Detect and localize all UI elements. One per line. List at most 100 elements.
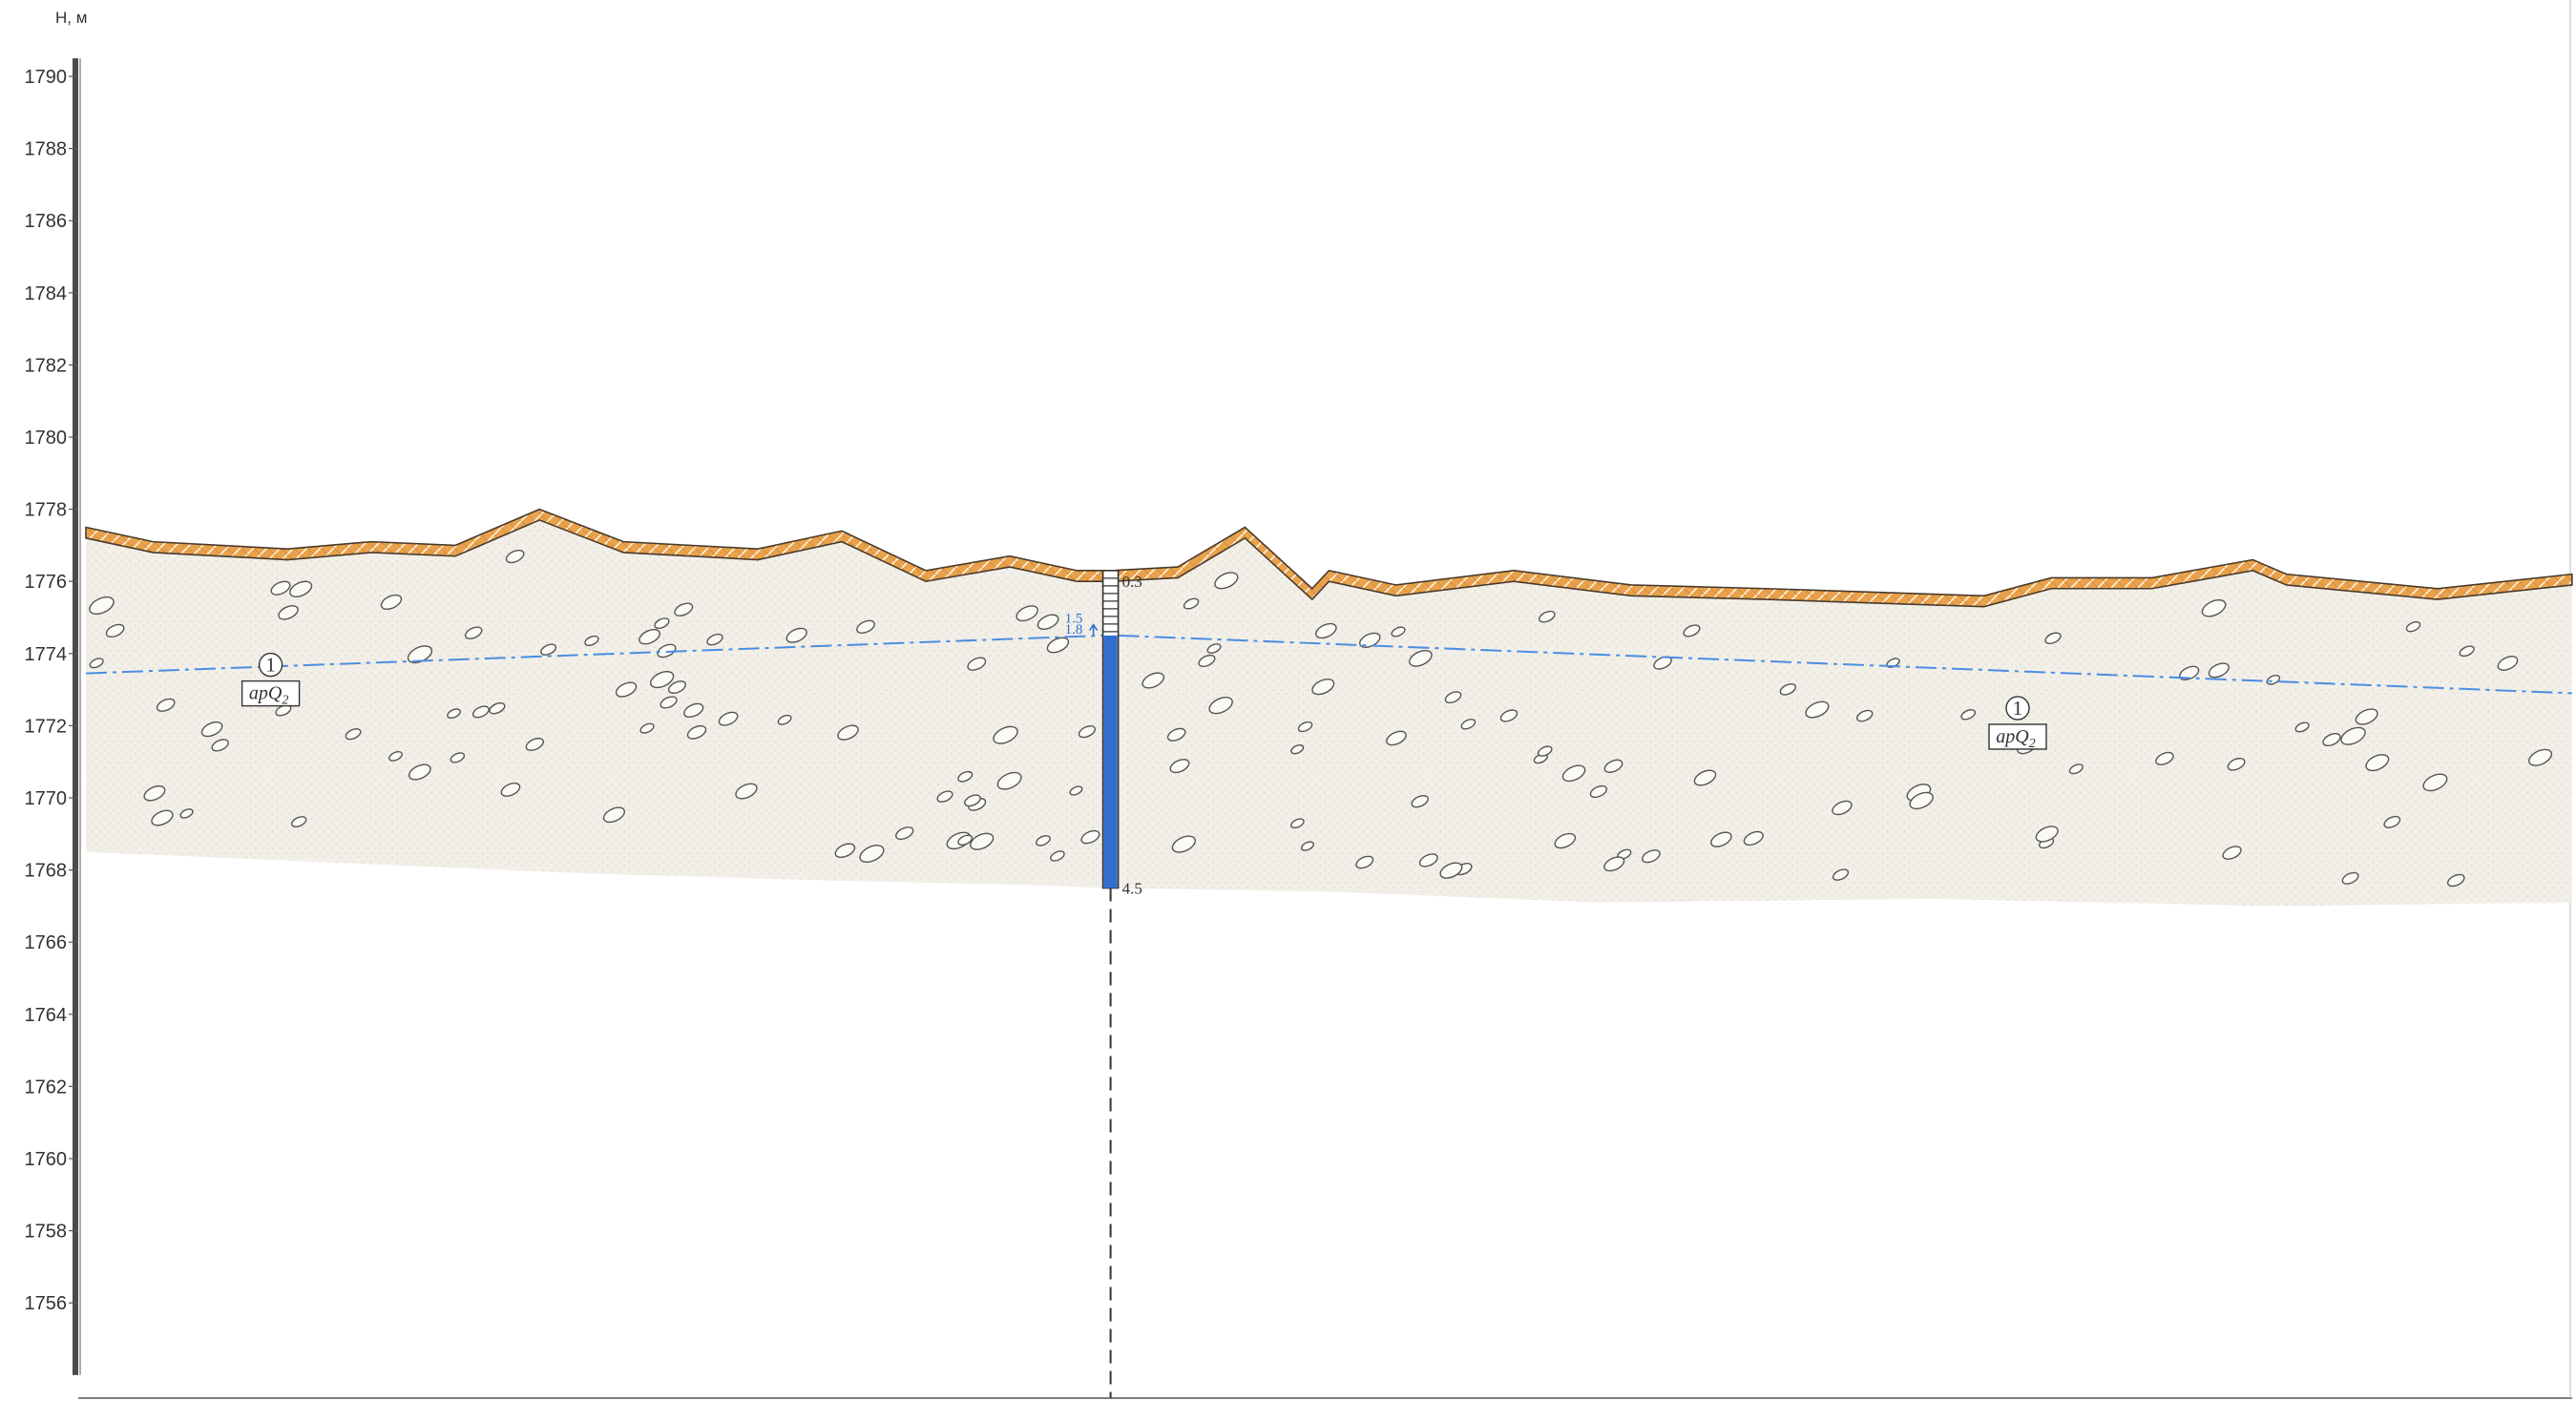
pebble-symbol — [2422, 773, 2448, 792]
pebble-symbol — [996, 771, 1022, 790]
pebble-symbol — [1355, 855, 1374, 869]
pebble-symbol — [1460, 719, 1476, 730]
pebble-symbol — [1046, 637, 1070, 654]
pebble-symbol — [2459, 645, 2475, 658]
deposit-layer — [86, 519, 2572, 907]
pebble-symbol — [1743, 830, 1764, 847]
pebble-symbol — [500, 782, 521, 797]
pebble-symbol — [674, 602, 694, 617]
axis-tick-label: 1780 — [25, 428, 68, 449]
pebble-symbol — [1409, 649, 1433, 667]
pebble-symbol — [380, 594, 403, 611]
pebble-symbol — [278, 605, 299, 620]
pebble-symbol — [1832, 868, 1850, 881]
pebble-symbol — [1554, 832, 1577, 849]
layer-index-box — [241, 680, 301, 707]
pebble-symbol — [447, 708, 461, 720]
pebble-symbol — [2044, 632, 2062, 645]
pebble-symbol — [683, 702, 704, 719]
pebble-symbol — [1198, 654, 1216, 668]
pebble-symbol — [615, 681, 638, 698]
axis-tick-label: 1758 — [25, 1222, 68, 1243]
pebble-symbol — [211, 739, 229, 752]
axis-tick-label: 1782 — [25, 355, 68, 376]
axis-title: H, м — [55, 9, 87, 27]
pebble-symbol — [2068, 763, 2084, 775]
pebble-symbol — [471, 705, 490, 719]
pebble-symbol — [1539, 610, 1556, 623]
pebble-symbol — [657, 643, 677, 659]
axis-tick-label: 1776 — [25, 572, 68, 593]
pebble-symbol — [993, 725, 1018, 744]
pebble-symbol — [179, 808, 194, 819]
pebble-symbol — [408, 763, 431, 781]
pebble-symbol — [540, 643, 557, 656]
pebble-symbol — [1411, 795, 1429, 808]
pebble-symbol — [1183, 597, 1200, 610]
pebble-symbol — [1290, 818, 1305, 829]
axis-tick-label: 1778 — [25, 500, 68, 521]
pebble-symbol — [1036, 835, 1051, 847]
pebble-symbol — [837, 724, 859, 741]
pebble-symbol — [1779, 682, 1797, 696]
pebble-symbol — [706, 633, 723, 646]
pebble-symbol — [2155, 751, 2174, 765]
pebble-symbol — [639, 722, 655, 734]
pebble-symbol — [1386, 730, 1407, 746]
pebble-symbol — [654, 617, 670, 630]
axis-tick-label: 1762 — [25, 1077, 68, 1098]
pebble-symbol — [970, 832, 995, 850]
pebble-symbol — [1710, 831, 1732, 847]
pebble-symbol — [1080, 829, 1100, 845]
axis-tick-label: 1764 — [25, 1005, 68, 1026]
pebble-symbol — [2340, 726, 2366, 745]
pebble-symbol — [505, 549, 525, 564]
pebble-symbol — [2405, 621, 2421, 633]
borehole-water-segment — [1103, 635, 1118, 889]
pebble-symbol — [1297, 721, 1313, 733]
pebble-symbol — [957, 770, 974, 783]
pebble-symbol — [895, 826, 914, 841]
pebble-symbol — [785, 627, 807, 643]
pebble-symbol — [2208, 662, 2230, 679]
groundwater-line-left — [85, 634, 1103, 675]
pebble-symbol — [735, 783, 758, 800]
borehole-depth-label-bottom: 4.5 — [1122, 880, 1142, 898]
pebble-symbol — [1141, 672, 1165, 689]
pebble-symbol — [639, 628, 660, 645]
pebble-symbol — [1683, 624, 1701, 638]
pebble-symbol — [1050, 850, 1065, 862]
pebble-symbol — [936, 790, 953, 803]
pebble-symbol — [2322, 733, 2341, 747]
pebble-symbol — [602, 806, 626, 824]
pebble-symbol — [1214, 572, 1239, 590]
axis-tick-label: 1774 — [25, 644, 68, 665]
pebble-symbol — [967, 657, 987, 671]
pebble-symbol — [1290, 744, 1305, 755]
axis-tick-label: 1768 — [25, 861, 68, 882]
pebble-symbol — [345, 728, 362, 741]
pebble-symbol — [200, 721, 223, 738]
pebble-symbol — [2355, 708, 2378, 725]
pebble-symbol — [859, 845, 885, 863]
pebble-symbol — [1418, 853, 1438, 868]
layer-geologic-index: apQ2 — [1996, 726, 2035, 751]
pebble-symbol — [525, 737, 544, 751]
pebble-symbol — [686, 724, 707, 740]
pebble-symbol — [2201, 599, 2227, 617]
pebble-symbol — [1537, 745, 1553, 757]
pebble-symbol — [143, 784, 166, 802]
pebble-symbol — [2446, 873, 2465, 888]
pebble-symbol — [450, 752, 466, 763]
pebble-symbol — [2341, 871, 2359, 885]
pebble-symbol — [1960, 709, 1977, 721]
pebble-symbol — [718, 711, 739, 726]
pebble-symbol — [291, 816, 307, 828]
layer-geologic-index: apQ2 — [249, 683, 288, 708]
water-appeared-depth-label: 1.5 — [1065, 612, 1083, 627]
pebble-symbol — [89, 658, 104, 669]
elevation-axis: 1790178817861784178217801778177617741772… — [25, 9, 87, 1375]
axis-tick-label: 1770 — [25, 788, 68, 809]
